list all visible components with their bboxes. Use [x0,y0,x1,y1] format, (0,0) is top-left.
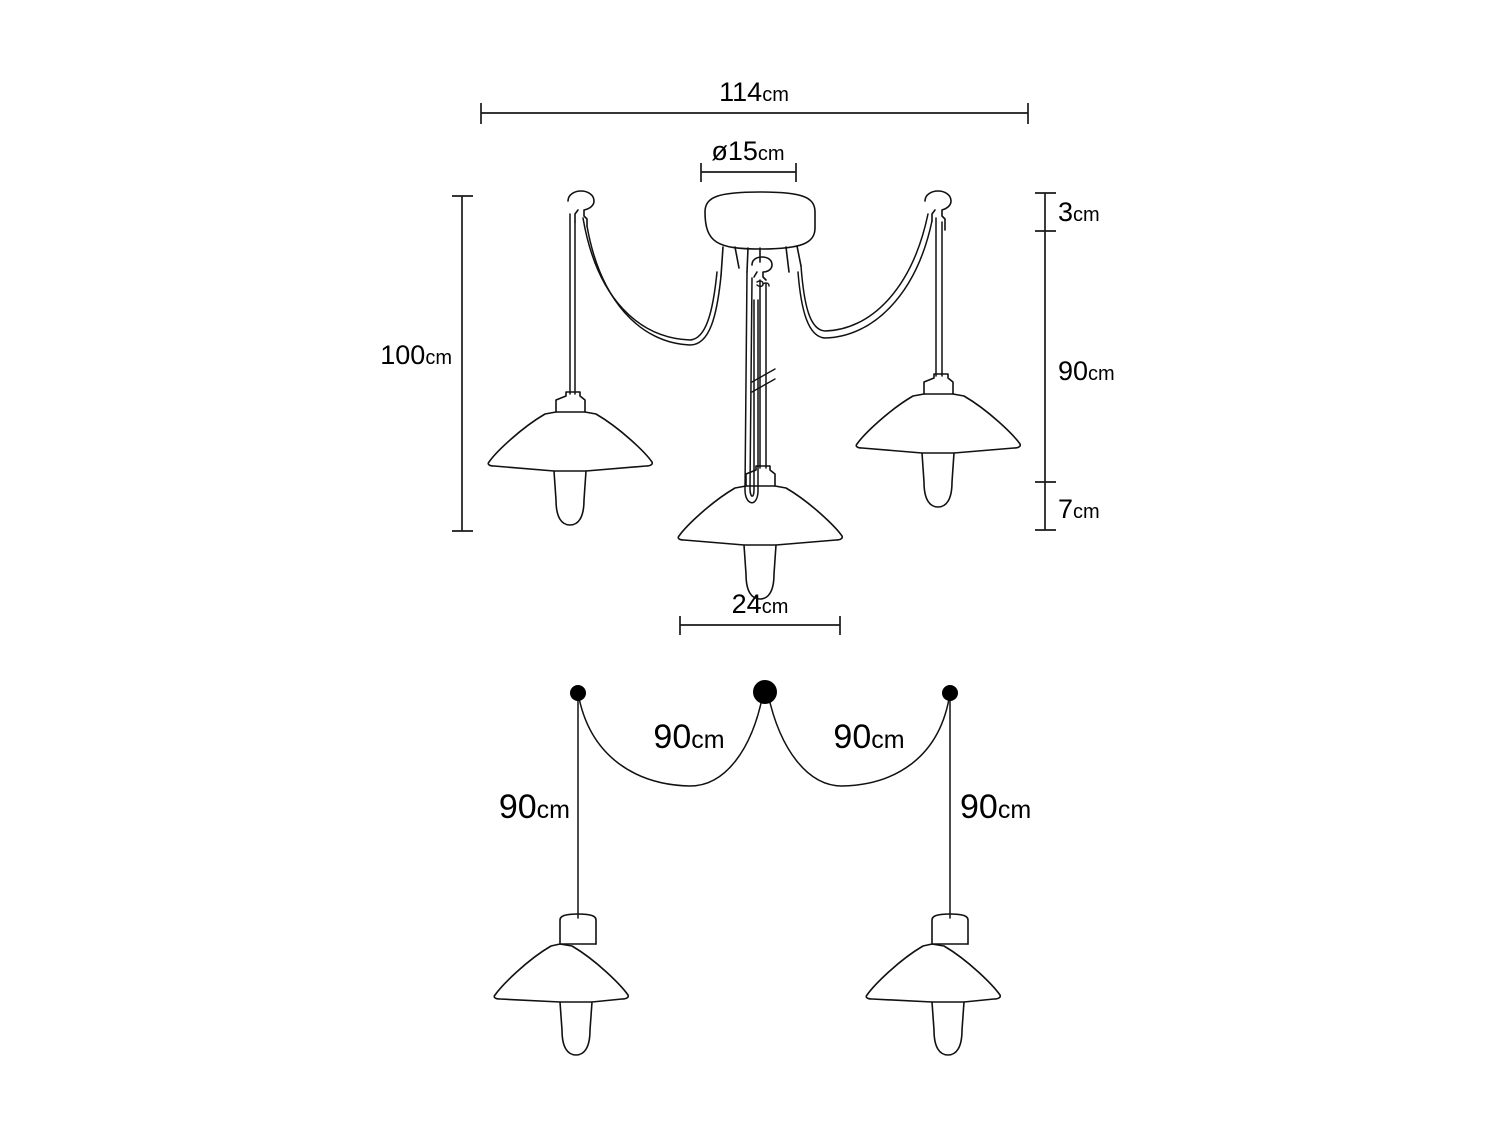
left-lamp-cable [569,213,576,395]
dimension-label-drop-left: 90cm [499,788,570,826]
dimension-label-canopy-diameter: ø15cm [711,136,784,166]
left-ceiling-hook [567,190,595,227]
right-lamp-cable [935,217,943,377]
right-pendant-lamp-plan [865,913,1002,1056]
right-pendant-lamp [855,373,1022,508]
left-catenary-cable [582,217,722,346]
dimension-canopy-diameter: ø15cm [700,136,797,182]
cable-break-symbol [751,368,776,393]
right-catenary-cable [797,213,933,339]
dimension-label-shade-diameter: 24cm [732,589,789,619]
right-ceiling-hook [924,190,952,231]
dimension-label-drop-right: 90cm [960,788,1031,826]
center-pendant-lamp [677,465,844,600]
dimension-chain-right: 3cm 90cm 7cm [1035,192,1115,531]
left-pendant-lamp-plan [493,913,630,1056]
dimension-label-span-right: 90cm [833,718,904,756]
ceiling-canopy [704,191,816,277]
dimension-total-height: 100cm [380,195,473,532]
catenary-span-right [767,692,951,787]
center-cable-loop [744,271,759,504]
cable-layout-view: 90cm 90cm 90cm 90cm [493,680,1031,1056]
center-ceiling-hook [751,256,773,288]
left-mount-point [570,685,586,701]
dimension-label-shade-height: 7cm [1058,494,1100,524]
dimension-label-cable-drop: 90cm [1058,356,1115,386]
dimension-label-total-height: 100cm [380,340,452,370]
front-elevation-view: 114cm ø15cm 100cm 3cm 90cm 7cm [380,77,1115,635]
dimension-label-span-left: 90cm [653,718,724,756]
dimension-label-canopy-height: 3cm [1058,197,1100,227]
dimension-overall-width: 114cm [480,77,1029,124]
center-mount-point [753,680,777,704]
left-pendant-lamp [487,391,654,526]
dimension-label-overall-width: 114cm [719,77,789,107]
dimension-shade-diameter: 24cm [679,589,841,635]
catenary-span-left [577,692,764,787]
center-lamp-cable [759,279,767,469]
right-mount-point [942,685,958,701]
